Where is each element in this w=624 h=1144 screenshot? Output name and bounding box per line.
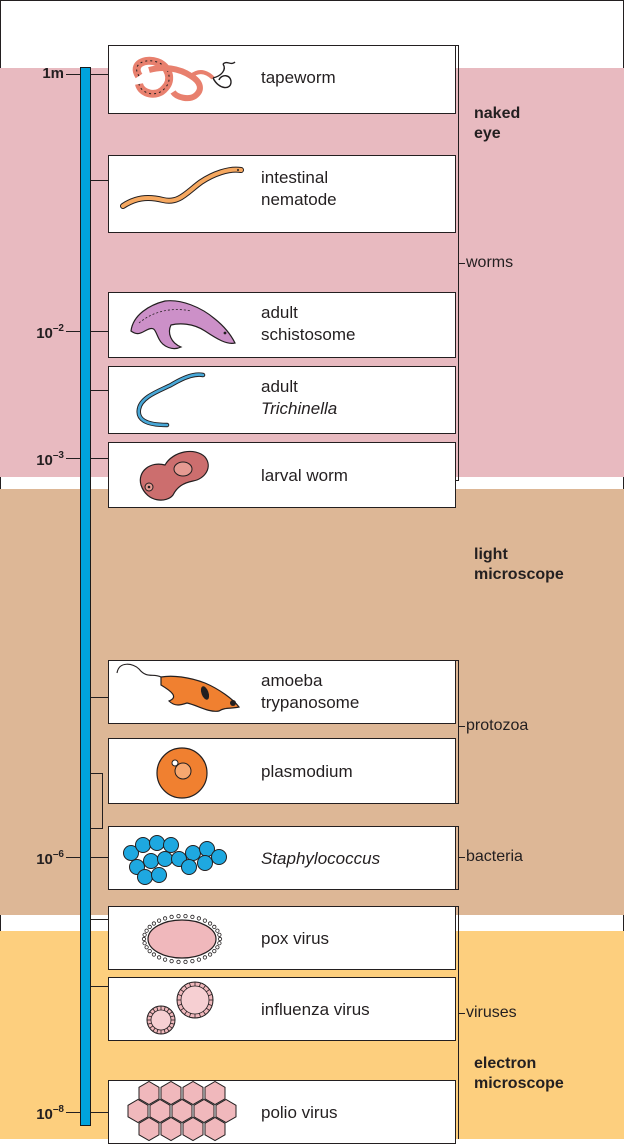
bracket-tick (458, 857, 465, 858)
schistosome-icon (109, 293, 249, 357)
polio-virus-name: polio virus (261, 1102, 338, 1124)
pox-virus-icon (109, 907, 249, 969)
staphylococcus-icon (109, 827, 249, 889)
connector-line (91, 697, 109, 698)
connector-line (91, 458, 109, 459)
connector-line (102, 773, 103, 828)
bracket-tick (458, 1013, 465, 1014)
trypanosome-icon (109, 661, 249, 723)
protozoa-label: protozoa (466, 716, 528, 736)
scale-label-10-8: 10–8 (0, 1102, 64, 1124)
tapeworm-name: tapeworm (261, 67, 336, 89)
scale-label-10-2: 10–2 (0, 321, 64, 343)
card-staphylococcus: Staphylococcus (108, 826, 456, 890)
card-polio-virus: polio virus (108, 1080, 456, 1144)
scale-label-10-6: 10–6 (0, 847, 64, 869)
card-tapeworm: tapeworm (108, 45, 456, 114)
connector-line (91, 857, 109, 858)
card-pox-virus: pox virus (108, 906, 456, 970)
plasmodium-icon (109, 739, 249, 803)
tapeworm-icon (109, 46, 249, 114)
card-larval-worm: larval worm (108, 442, 456, 508)
connector-line (91, 828, 103, 829)
nematode-icon (109, 156, 249, 232)
polio-virus-icon (109, 1081, 249, 1143)
connector-line (91, 1112, 109, 1113)
card-influenza-virus: influenza virus (108, 977, 456, 1041)
card-plasmodium: plasmodium (108, 738, 456, 804)
pox-virus-name: pox virus (261, 928, 329, 950)
size-scale-bar (80, 67, 91, 1126)
trichinella-icon (109, 367, 249, 433)
larval-worm-name: larval worm (261, 465, 348, 487)
bacteria-label: bacteria (466, 847, 523, 867)
influenza-virus-name: influenza virus (261, 999, 370, 1021)
connector-line (91, 390, 109, 391)
connector-line (91, 919, 109, 920)
scale-label-10-3: 10–3 (0, 448, 64, 470)
staphylococcus-name: Staphylococcus (261, 848, 380, 870)
scale-tick (66, 857, 81, 858)
plasmodium-name: plasmodium (261, 761, 353, 783)
worms-label: worms (466, 253, 513, 273)
scale-tick (66, 1112, 81, 1113)
bracket-tick (458, 263, 465, 264)
viruses-label: viruses (466, 1003, 517, 1023)
scale-tick (66, 331, 81, 332)
scale-tick (66, 74, 81, 75)
bracket-tick (458, 726, 465, 727)
scale-label-1m: 1m (0, 65, 64, 83)
connector-line (91, 180, 109, 181)
viruses-bracket (458, 906, 459, 1139)
larval-worm-icon (109, 443, 249, 507)
connector-line (91, 74, 109, 75)
connector-line (91, 986, 109, 987)
scale-tick (66, 458, 81, 459)
connector-line (91, 331, 109, 332)
influenza-virus-icon (109, 978, 249, 1040)
